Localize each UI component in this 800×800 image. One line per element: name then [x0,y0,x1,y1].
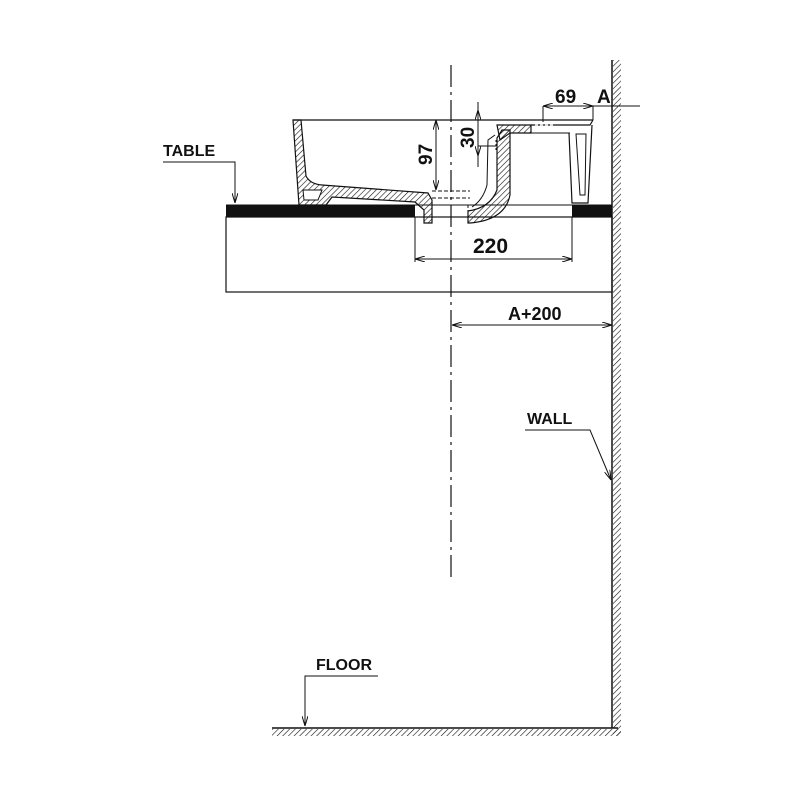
dimension-a-label: A [597,87,611,108]
table [225,204,613,293]
floor-label: FLOOR [316,657,372,674]
dimension-a200: A+200 [452,304,612,325]
floor-callout: FLOOR [305,657,378,726]
dimension-97-label: 97 [416,144,437,165]
wall [611,60,621,736]
wall-label: WALL [527,411,573,428]
floor [272,727,621,736]
dimension-30: 30 [458,102,496,167]
table-callout: TABLE [163,143,235,203]
dimension-97: 97 [416,120,437,190]
dimension-220-label: 220 [473,235,508,258]
dimension-69-label: 69 [555,87,576,108]
table-label: TABLE [163,143,215,160]
dimension-a200-label: A+200 [508,304,562,324]
dimension-69: 69 A [542,87,640,122]
dimension-30-label: 30 [458,127,479,148]
wall-callout: WALL [525,411,611,480]
dimension-220: 220 [414,217,573,262]
